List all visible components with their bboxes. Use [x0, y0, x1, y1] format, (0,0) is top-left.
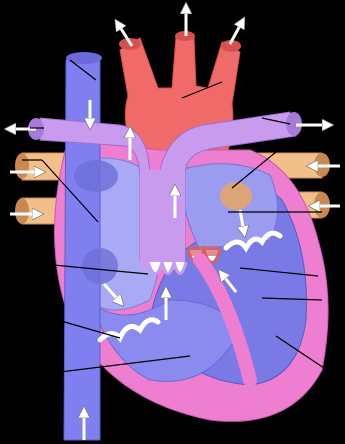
superior-vena-cava-opening [66, 52, 102, 64]
vena-cava [64, 52, 102, 440]
pulmonary-valve [148, 262, 186, 274]
svc-orifice [74, 160, 118, 192]
ivc-orifice [82, 248, 118, 284]
pulmonary-vein-orifice [220, 182, 252, 210]
